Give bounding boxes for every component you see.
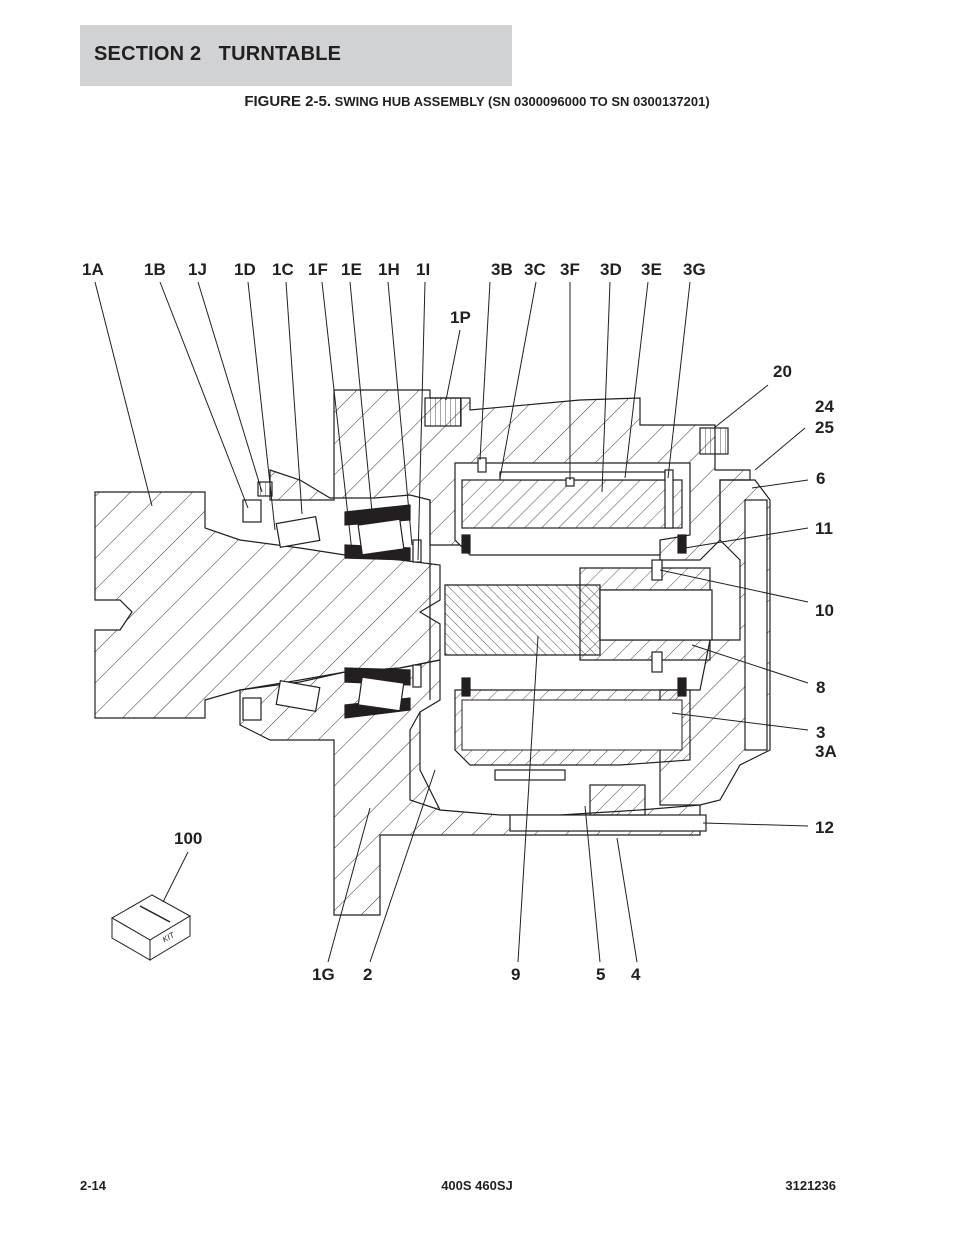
o-ring-11-ul xyxy=(461,534,471,554)
seal-1b-lower xyxy=(242,697,262,721)
callouts: 1A 1B 1J 1D 1C 1F 1E 1H 1I 3B 3C 3F 3D 3… xyxy=(82,260,837,984)
callout-5: 5 xyxy=(596,965,605,984)
plug-20 xyxy=(699,427,729,455)
callout-12: 12 xyxy=(815,818,834,837)
callout-20: 20 xyxy=(773,362,792,381)
bolt-12 xyxy=(509,814,707,832)
callout-1c: 1C xyxy=(272,260,294,279)
callout-1i: 1I xyxy=(416,260,430,279)
callout-11: 11 xyxy=(815,519,833,538)
lock-ring-1i-lower xyxy=(412,664,422,688)
bearing-roller-1e-lower xyxy=(357,676,405,712)
spindle-step-2 xyxy=(409,500,441,811)
callout-4: 4 xyxy=(631,965,641,984)
bearing-roller-1e-upper xyxy=(357,518,405,556)
figure-caption: FIGURE 2-5. SWING HUB ASSEMBLY (SN 03000… xyxy=(0,93,954,110)
callout-3f: 3F xyxy=(560,260,580,279)
callout-1j: 1J xyxy=(188,260,207,279)
callout-3a: 3A xyxy=(815,742,837,761)
sun-gear-9 xyxy=(444,584,601,656)
figure-title: SWING HUB ASSEMBLY (SN 0300096000 TO SN … xyxy=(331,94,710,109)
lock-ring-1i-upper xyxy=(412,539,422,563)
callout-6: 6 xyxy=(816,469,825,488)
callout-1f: 1F xyxy=(308,260,328,279)
footer-page-number: 2-14 xyxy=(80,1178,107,1193)
bearing-1c-lower xyxy=(275,680,321,712)
callout-1d: 1D xyxy=(234,260,256,279)
leader-lines xyxy=(94,281,809,963)
o-ring-11-ll xyxy=(461,677,471,697)
callout-1a: 1A xyxy=(82,260,104,279)
o-ring-11-ur xyxy=(677,534,687,554)
callout-3d: 3D xyxy=(600,260,622,279)
plug-1p xyxy=(424,397,462,427)
cover-6 xyxy=(744,499,768,751)
callout-1p: 1P xyxy=(450,308,471,327)
callout-9: 9 xyxy=(511,965,520,984)
planet-shaft-3c xyxy=(499,471,666,481)
figure-number: FIGURE 2-5. xyxy=(244,93,332,110)
callout-3e: 3E xyxy=(641,260,662,279)
thrust-washer-3g xyxy=(664,469,674,529)
callout-100: 100 xyxy=(174,829,202,848)
retainer-1j xyxy=(257,481,273,497)
section-title: SECTION 2 TURNTABLE xyxy=(94,43,342,65)
section-banner: SECTION 2 TURNTABLE xyxy=(80,25,512,86)
bearing-1c-upper xyxy=(275,516,321,548)
callout-3c: 3C xyxy=(524,260,546,279)
callout-1g: 1G xyxy=(312,965,335,984)
callout-1e: 1E xyxy=(341,260,362,279)
callout-25: 25 xyxy=(815,418,834,437)
callout-10: 10 xyxy=(815,601,834,620)
carrier-lower-inner xyxy=(461,699,683,751)
callout-8: 8 xyxy=(816,678,825,697)
drawing-geometry xyxy=(94,389,771,961)
o-ring-11-lr xyxy=(677,677,687,697)
callout-3b: 3B xyxy=(491,260,513,279)
footer-model: 400S 460SJ xyxy=(441,1178,513,1193)
planet-gear-3d xyxy=(461,479,683,529)
thrust-washer-4 xyxy=(589,784,646,816)
callout-1b: 1B xyxy=(144,260,166,279)
callout-24: 24 xyxy=(815,397,834,416)
spacer-10-lower xyxy=(651,651,663,673)
callout-1h: 1H xyxy=(378,260,400,279)
thrust-washer-3b xyxy=(477,457,487,473)
input-bore xyxy=(599,589,713,641)
kit-box-icon xyxy=(110,894,192,961)
footer-doc-number: 3121236 xyxy=(785,1178,836,1193)
callout-3: 3 xyxy=(816,723,825,742)
callout-3g: 3G xyxy=(683,260,706,279)
callout-2: 2 xyxy=(363,965,372,984)
